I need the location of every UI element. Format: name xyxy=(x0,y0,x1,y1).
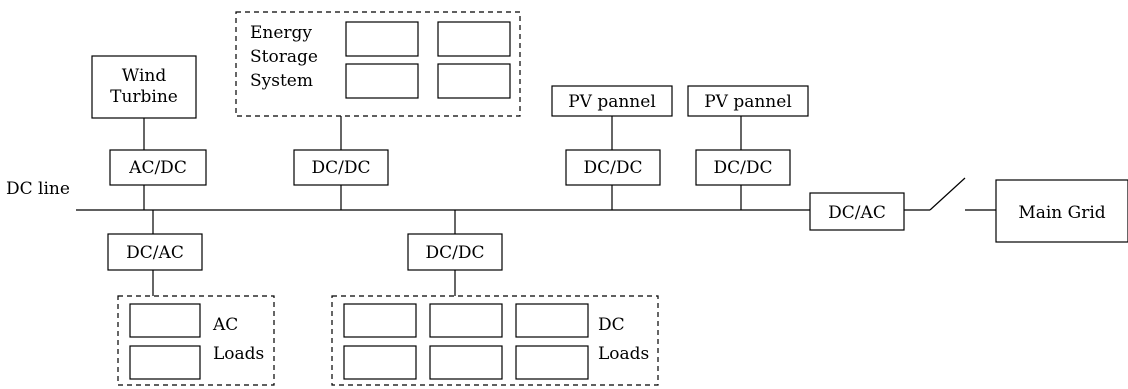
main-grid-box xyxy=(995,179,1128,243)
main-grid-label: Main Grid xyxy=(1018,203,1105,223)
dc-loads-label-line1: DC xyxy=(598,315,625,335)
grid-dc-ac-inverter xyxy=(809,192,905,231)
pv-panel-1-branch: PV pannel DC/DC xyxy=(551,85,673,210)
storage-unit xyxy=(345,21,419,57)
dc-loads-label-line2: Loads xyxy=(598,344,649,364)
pv-converter-1-label: DC/DC xyxy=(583,158,642,178)
storage-unit xyxy=(437,63,511,99)
energy-storage-label-line3: System xyxy=(250,71,313,91)
ac-loads-branch: DC/AC AC Loads xyxy=(107,210,275,386)
dc-loads-branch: DC/DC DC Loads xyxy=(331,210,659,386)
ac-loads-label-line2: Loads xyxy=(213,344,264,364)
pv-panel-1-label: PV pannel xyxy=(568,92,656,112)
pv-panel-2-label: PV pannel xyxy=(704,92,792,112)
dc-load-unit xyxy=(429,345,503,380)
ac-load-unit xyxy=(129,345,201,380)
storage-unit xyxy=(437,21,511,57)
energy-storage-label-line1: Energy xyxy=(250,23,312,43)
wind-turbine-label-line2: Turbine xyxy=(110,87,178,107)
ac-loads-label-line1: AC xyxy=(212,315,238,335)
storage-converter-label: DC/DC xyxy=(311,158,370,178)
dc-load-unit xyxy=(343,345,417,380)
dc-load-dc-dc-converter xyxy=(407,233,503,271)
ac-load-converter-label: DC/AC xyxy=(126,243,184,263)
wind-turbine-branch: Wind Turbine AC/DC xyxy=(91,55,207,210)
energy-storage-branch: Energy Storage System DC/DC xyxy=(235,11,521,210)
pv-panel-2-box xyxy=(687,85,809,117)
dc-load-unit xyxy=(515,345,589,380)
dc-load-unit xyxy=(429,303,503,338)
dc-load-unit xyxy=(515,303,589,338)
wind-converter-label: AC/DC xyxy=(128,158,187,178)
dc-load-converter-label: DC/DC xyxy=(425,243,484,263)
grid-inverter-label: DC/AC xyxy=(828,203,886,223)
energy-storage-group xyxy=(235,11,521,117)
ac-load-dc-ac-converter xyxy=(107,233,203,271)
wind-ac-dc-converter xyxy=(109,149,207,186)
pv-panel-2-branch: PV pannel DC/DC xyxy=(687,85,809,210)
pv-2-dc-dc-converter xyxy=(695,149,791,186)
ac-loads-group xyxy=(117,295,275,386)
wind-turbine-label-line1: Wind xyxy=(122,66,167,86)
pv-1-dc-dc-converter xyxy=(565,149,661,186)
energy-storage-label-line2: Storage xyxy=(250,47,318,67)
pv-converter-2-label: DC/DC xyxy=(713,158,772,178)
grid-connection: DC/AC Main Grid xyxy=(809,177,1128,243)
dc-line-label: DC line xyxy=(6,179,70,199)
dc-loads-group xyxy=(331,295,659,386)
dc-load-unit xyxy=(343,303,417,338)
ac-load-unit xyxy=(129,303,201,338)
switch-blade xyxy=(929,177,966,211)
storage-unit xyxy=(345,63,419,99)
